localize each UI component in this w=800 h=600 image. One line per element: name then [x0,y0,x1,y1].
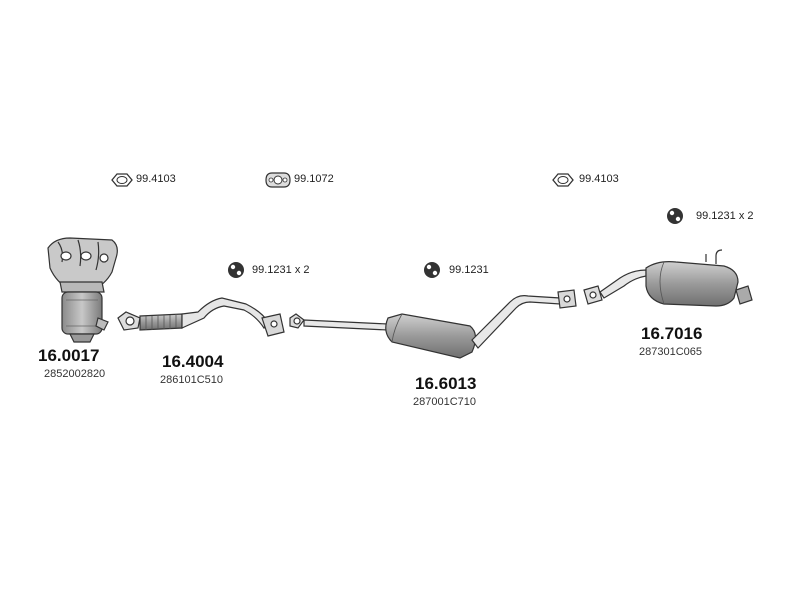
accessory-label-gasket-2: 99.1072 [294,173,334,185]
oem-number-catalytic-converter: 2852002820 [44,368,106,380]
accessory-label-gasket-3: 99.4103 [579,173,619,185]
oem-number-rear-muffler: 287301C065 [639,346,703,358]
part-number-catalytic-converter: 16.0017 [38,346,100,365]
part-number-rear-muffler: 16.7016 [641,324,703,343]
gasket-flange-icon [265,172,291,188]
accessory-label-hanger-1: 99.1231 x 2 [252,264,310,276]
part-number-center-muffler: 16.6013 [415,374,477,393]
accessory-label-gasket-1: 99.4103 [136,173,176,185]
rubber-hanger-icon [228,262,244,278]
front-pipe-drawing [117,297,285,337]
center-muffler-drawing [289,289,577,359]
rear-muffler-drawing [583,249,753,307]
oem-number-center-muffler: 287001C710 [413,396,477,408]
accessory-label-hanger-3: 99.1231 x 2 [696,210,754,222]
part-number-front-pipe: 16.4004 [162,352,224,371]
oem-number-front-pipe: 286101C510 [160,374,224,386]
catalytic-converter-drawing [47,237,118,343]
rubber-hanger-icon [667,208,683,224]
gasket-ring-icon [111,173,133,187]
accessory-label-hanger-2: 99.1231 [449,264,489,276]
rubber-hanger-icon [424,262,440,278]
gasket-ring-icon [552,173,574,187]
